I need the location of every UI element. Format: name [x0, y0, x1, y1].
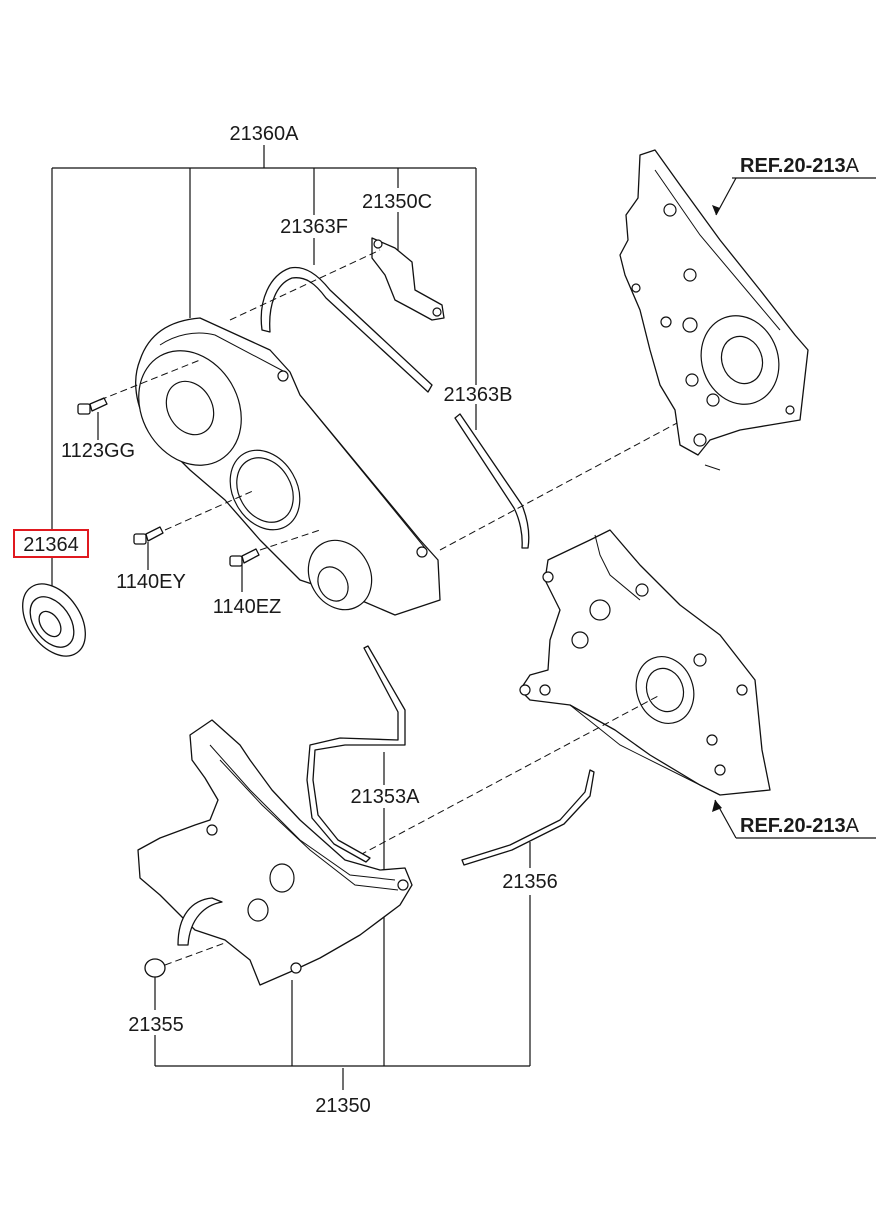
label-1123GG[interactable]: 1123GG: [61, 440, 135, 462]
label-21356[interactable]: 21356: [502, 871, 558, 893]
label-1140EZ[interactable]: 1140EZ: [213, 596, 282, 618]
leader-tree-21350: [154, 752, 531, 1090]
label-21363B[interactable]: 21363B: [444, 384, 513, 406]
bolt-1123GG: [77, 397, 108, 415]
label-1140EY[interactable]: 1140EY: [116, 571, 186, 593]
ref-top-suffix: A: [846, 155, 860, 177]
highlight-box-21364: [13, 529, 89, 558]
rear-plate-upper: [619, 149, 809, 471]
ref-bottom-suffix: A: [846, 815, 860, 837]
lower-timing-cover: [137, 719, 413, 986]
label-21350C[interactable]: 21350C: [362, 191, 432, 213]
seal-21364: [22, 583, 86, 657]
leader-tree-21360A: [51, 145, 477, 592]
ref-label-top[interactable]: REF.20-213A: [740, 155, 860, 177]
bracket-21350C: [371, 237, 445, 321]
gasket-21353A: [306, 645, 406, 863]
label-21363F[interactable]: 21363F: [280, 216, 348, 238]
plug-21355: [144, 958, 166, 978]
bolt-1140EY: [133, 526, 164, 545]
gasket-21363F: [260, 266, 433, 393]
bolt-1140EZ: [229, 548, 260, 567]
gasket-21356: [461, 769, 595, 866]
label-21355[interactable]: 21355: [128, 1014, 184, 1036]
ref-top-code: REF.20-213: [740, 155, 846, 177]
label-21353A[interactable]: 21353A: [351, 786, 421, 808]
label-21364[interactable]: 21364: [23, 534, 79, 556]
ref-bottom-code: REF.20-213: [740, 815, 846, 837]
label-21360A[interactable]: 21360A: [230, 123, 300, 145]
upper-timing-cover: [135, 317, 441, 616]
label-21350[interactable]: 21350: [315, 1095, 371, 1117]
rear-plate-lower: [519, 529, 771, 796]
ref-label-bottom[interactable]: REF.20-213A: [740, 815, 860, 837]
gasket-21363B: [454, 413, 530, 549]
